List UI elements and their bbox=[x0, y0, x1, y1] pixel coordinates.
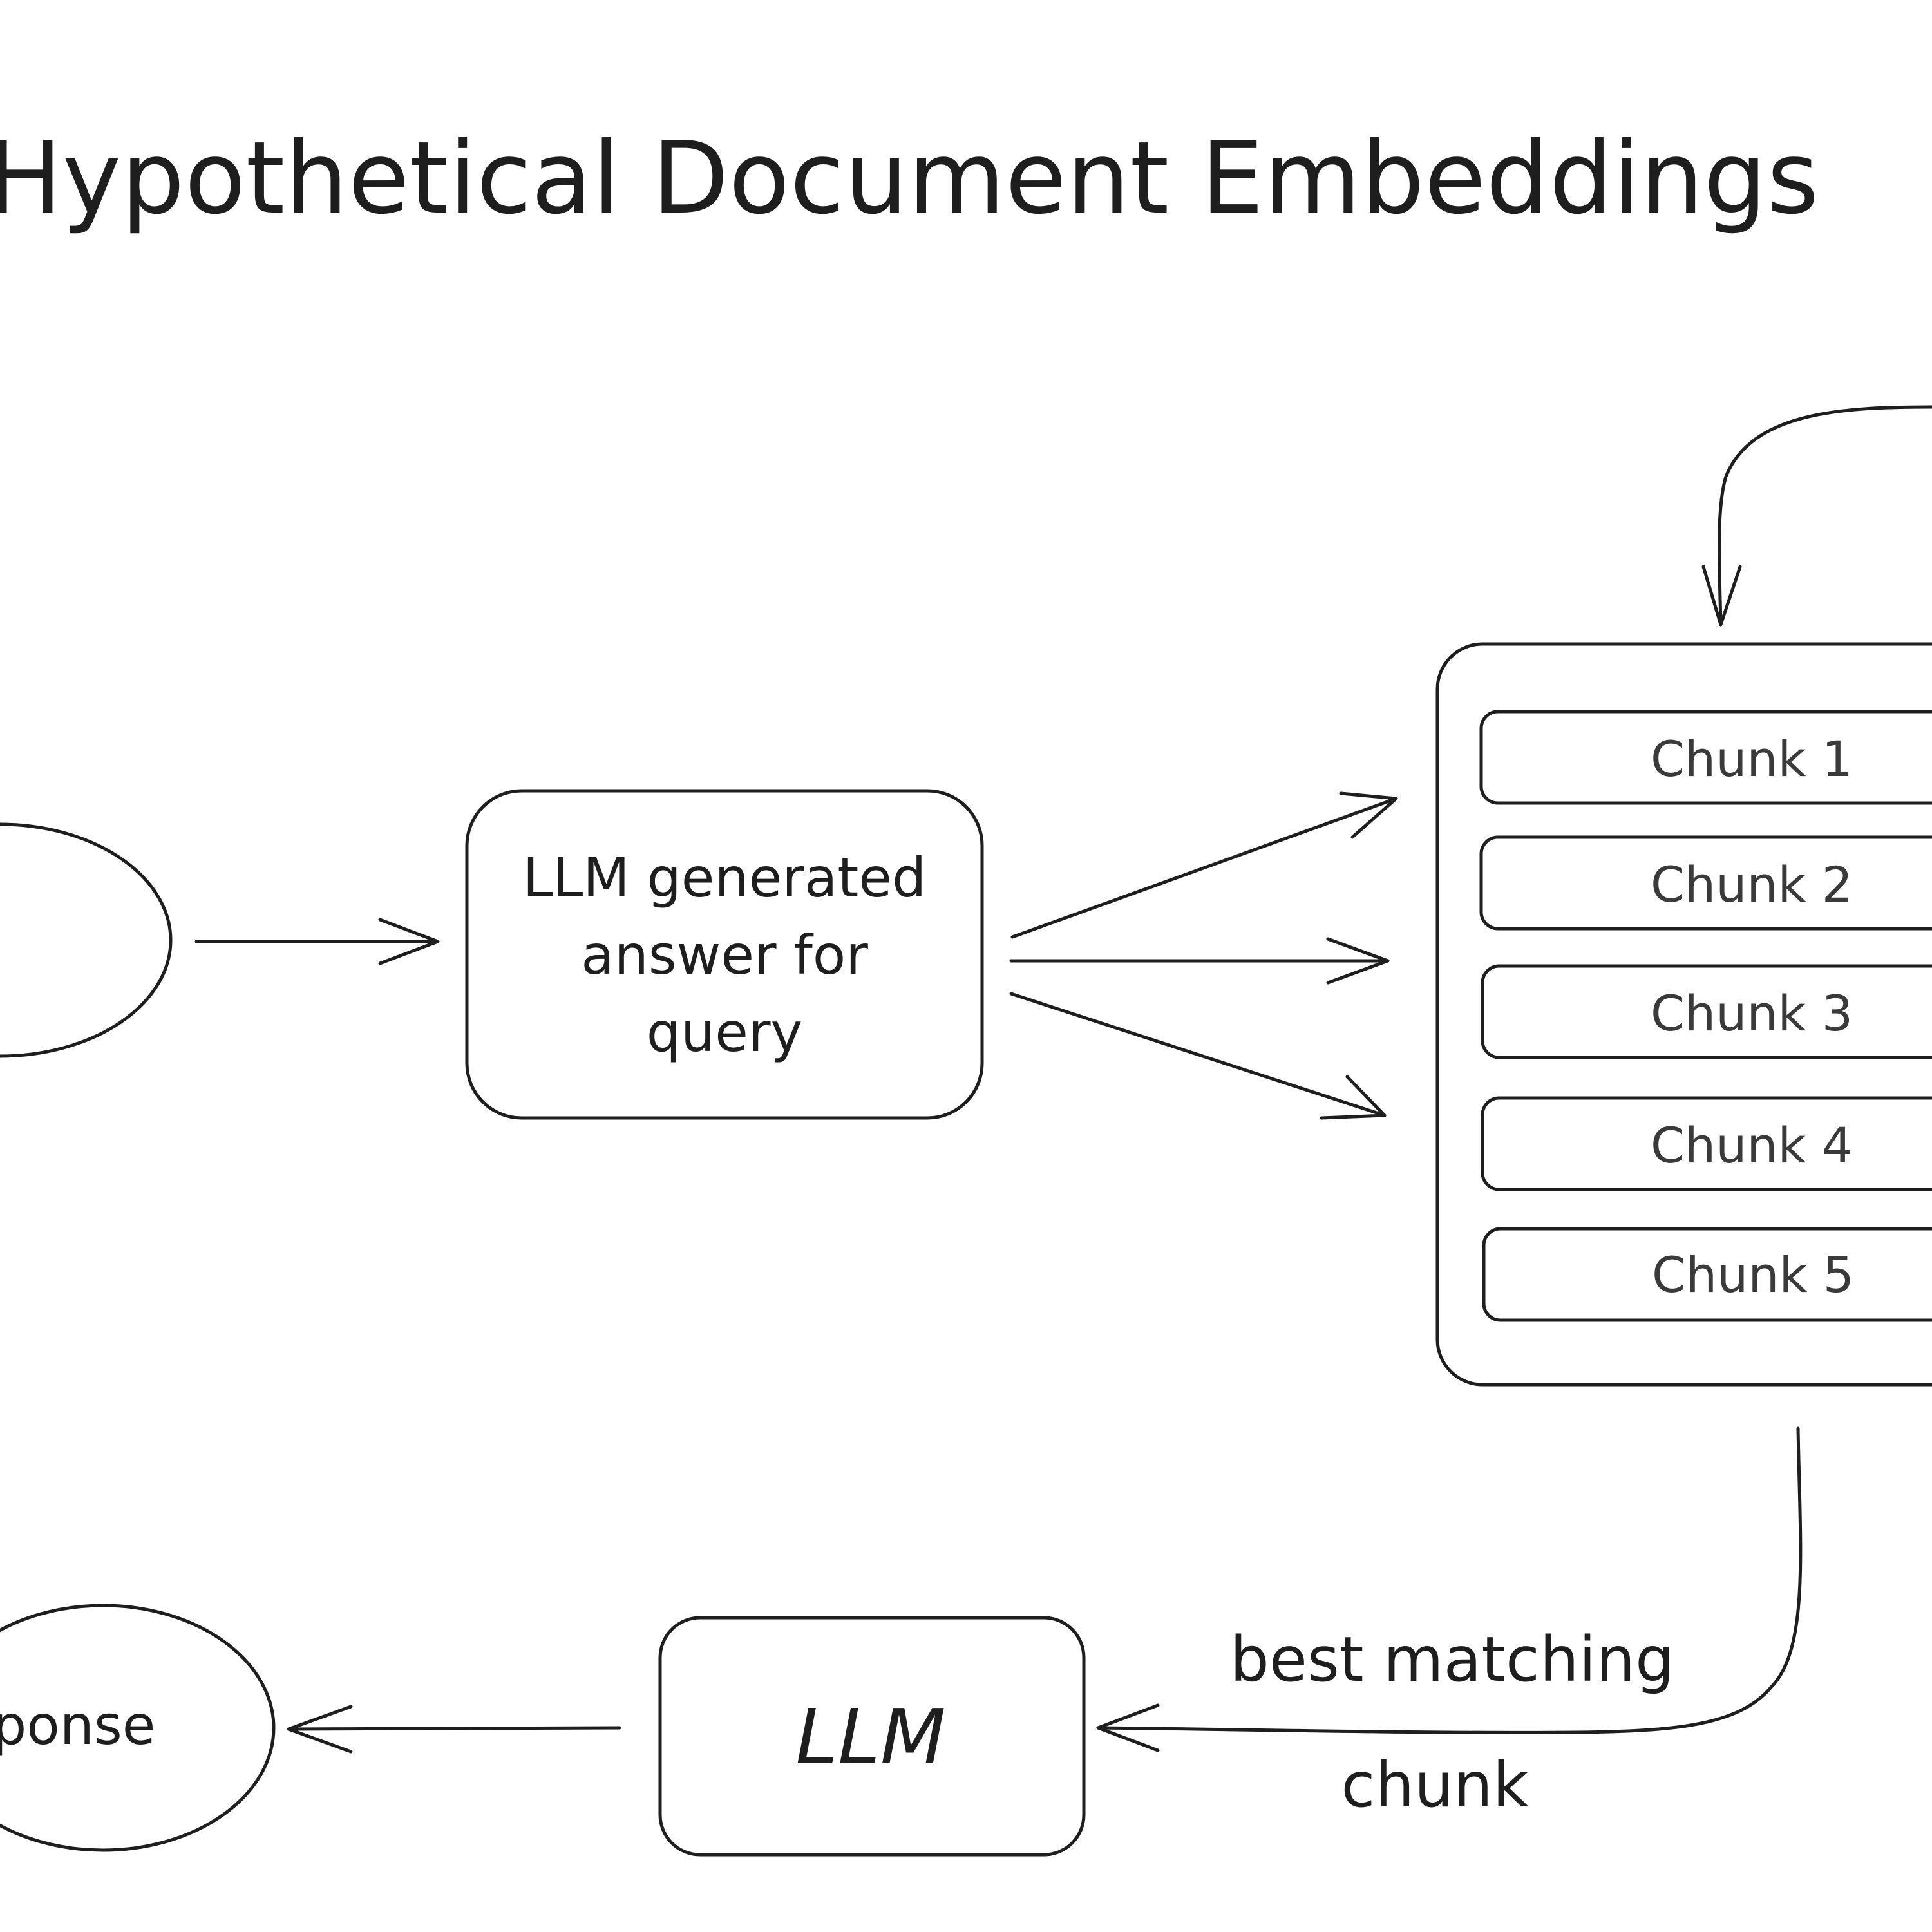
arrow-llm-to-response bbox=[287, 1705, 621, 1754]
chunk-store: Chunk 1 Chunk 2 Chunk 3 Chunk 4 Chunk 5 bbox=[1435, 642, 1932, 1387]
arrow-query-to-answer bbox=[194, 918, 440, 965]
response-ellipse bbox=[0, 1604, 276, 1852]
llm-box bbox=[658, 1616, 1086, 1857]
chunk-label: Chunk 5 bbox=[1652, 1246, 1854, 1303]
chunk-label: Chunk 3 bbox=[1651, 985, 1853, 1042]
chunk-item: Chunk 2 bbox=[1479, 835, 1932, 931]
query-ellipse bbox=[0, 822, 173, 1058]
arrow-answer-to-chunks-middle bbox=[1009, 937, 1390, 985]
arrow-answer-to-chunks-bottom bbox=[1009, 992, 1387, 1120]
response-node: ponse bbox=[0, 1604, 276, 1852]
arrow-answer-to-chunks-top bbox=[1010, 791, 1398, 939]
hypothetical-answer-box bbox=[465, 789, 984, 1120]
answer-line-2: answer for bbox=[581, 923, 868, 987]
chunk-label: Chunk 4 bbox=[1651, 1117, 1853, 1174]
answer-line-1: LLM generated bbox=[523, 846, 927, 909]
hypothetical-answer-node: LLM generated answer for query bbox=[465, 789, 984, 1120]
arrow-chunks-to-llm bbox=[1096, 1426, 1803, 1752]
chunk-item: Chunk 3 bbox=[1481, 964, 1932, 1059]
arrow-documents-to-chunks bbox=[1701, 405, 1932, 627]
llm-node: LLM bbox=[658, 1616, 1086, 1857]
answer-line-3: query bbox=[647, 1001, 802, 1064]
chunk-item: Chunk 5 bbox=[1482, 1227, 1932, 1322]
chunk-store-box bbox=[1435, 642, 1932, 1387]
response-label: ponse bbox=[0, 1694, 155, 1757]
chunk-label: Chunk 2 bbox=[1651, 856, 1853, 913]
diagram-title: Hypothetical Document Embeddings bbox=[0, 120, 1819, 236]
best-match-label-line-2: chunk bbox=[1341, 1749, 1529, 1821]
chunk-item: Chunk 4 bbox=[1481, 1096, 1932, 1191]
best-match-label-line-1: best matching bbox=[1230, 1624, 1674, 1696]
chunk-label: Chunk 1 bbox=[1651, 730, 1853, 788]
chunk-item: Chunk 1 bbox=[1479, 710, 1932, 805]
llm-label: LLM bbox=[795, 1692, 945, 1781]
